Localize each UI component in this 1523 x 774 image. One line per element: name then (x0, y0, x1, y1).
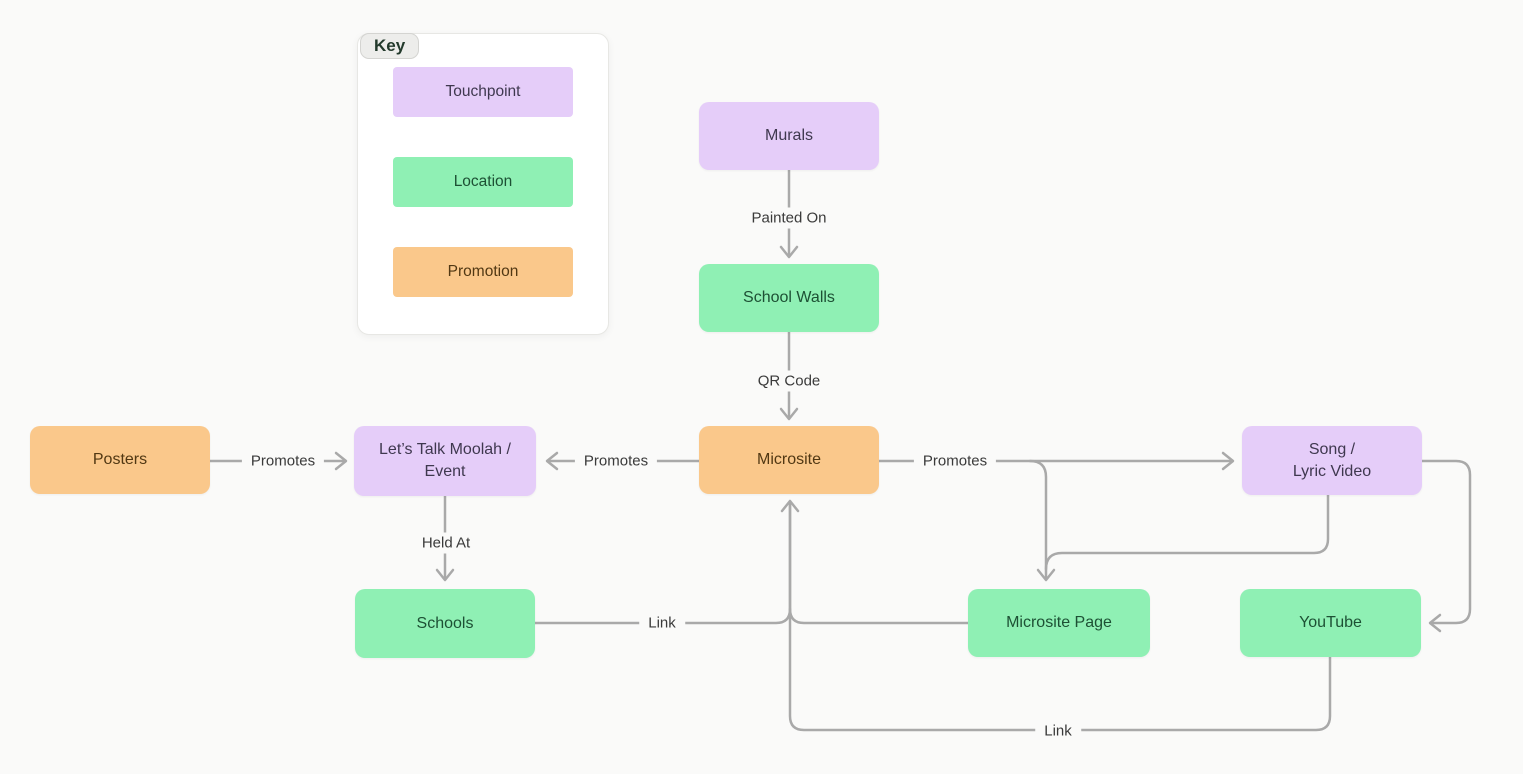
edge-micrositepage-microsite (788, 607, 970, 625)
edge-label-promotes-posters[interactable]: Promotes (241, 450, 325, 472)
arrowhead-down-schoolwalls (779, 245, 799, 259)
key-swatch-location[interactable]: Location (393, 157, 573, 207)
arrowhead-left-youtube (1428, 613, 1442, 633)
node-lets-talk-moolah-event[interactable]: Let’s Talk Moolah / Event (354, 426, 536, 496)
node-youtube[interactable]: YouTube (1240, 589, 1421, 657)
edge-song-youtube (1420, 459, 1472, 625)
arrowhead-right-event (334, 451, 348, 471)
arrowhead-down-micrositepage (1036, 568, 1056, 582)
key-swatch-label: Location (453, 173, 513, 190)
arrowhead-down-microsite (779, 407, 799, 421)
node-label: School Walls (743, 289, 835, 306)
node-microsite[interactable]: Microsite (699, 426, 879, 494)
edge-microsite-micrositepage (1028, 459, 1048, 580)
edge-song-micrositepage (1044, 493, 1330, 571)
key-swatch-label: Touchpoint (445, 83, 521, 100)
node-murals[interactable]: Murals (699, 102, 879, 170)
node-song-lyric-video[interactable]: Song / Lyric Video (1242, 426, 1422, 495)
edge-label-promotes-microsite-song[interactable]: Promotes (913, 450, 997, 472)
key-swatch-label: Promotion (447, 263, 519, 280)
key-panel[interactable]: Key Touchpoint Location Promotion (357, 33, 609, 335)
node-label-line2: Lyric Video (1292, 462, 1372, 480)
node-label-line1: Let’s Talk Moolah / (379, 441, 511, 458)
edge-label-promotes-microsite-event[interactable]: Promotes (574, 450, 658, 472)
node-label: Posters (92, 451, 148, 468)
node-label: Murals (764, 127, 813, 144)
arrowhead-right-song (1221, 451, 1235, 471)
node-label: Microsite Page (1006, 614, 1112, 631)
edge-label-link-youtube[interactable]: Link (1035, 720, 1081, 742)
node-label: YouTube (1299, 614, 1362, 631)
edge-schools-microsite (533, 501, 792, 625)
arrowhead-up-microsite (780, 499, 800, 513)
key-title[interactable]: Key (360, 33, 420, 59)
arrowhead-down-schools (435, 568, 455, 582)
arrowhead-left-event (545, 451, 559, 471)
key-swatch-promotion[interactable]: Promotion (393, 247, 573, 297)
key-swatch-touchpoint[interactable]: Touchpoint (393, 67, 573, 117)
node-label-line1: Song / (1308, 440, 1356, 458)
node-microsite-page[interactable]: Microsite Page (968, 589, 1150, 657)
node-label: Schools (416, 614, 474, 632)
node-label: Microsite (756, 451, 821, 468)
edge-label-link-schools[interactable]: Link (639, 612, 685, 634)
edge-label-painted-on[interactable]: Painted On (742, 207, 836, 229)
node-school-walls[interactable]: School Walls (699, 264, 879, 332)
node-posters[interactable]: Posters (30, 426, 210, 494)
node-label-line2: Event (424, 463, 466, 480)
node-schools[interactable]: Schools (355, 589, 535, 658)
edge-label-qr-code[interactable]: QR Code (748, 370, 830, 392)
edge-label-held-at[interactable]: Held At (412, 532, 480, 554)
